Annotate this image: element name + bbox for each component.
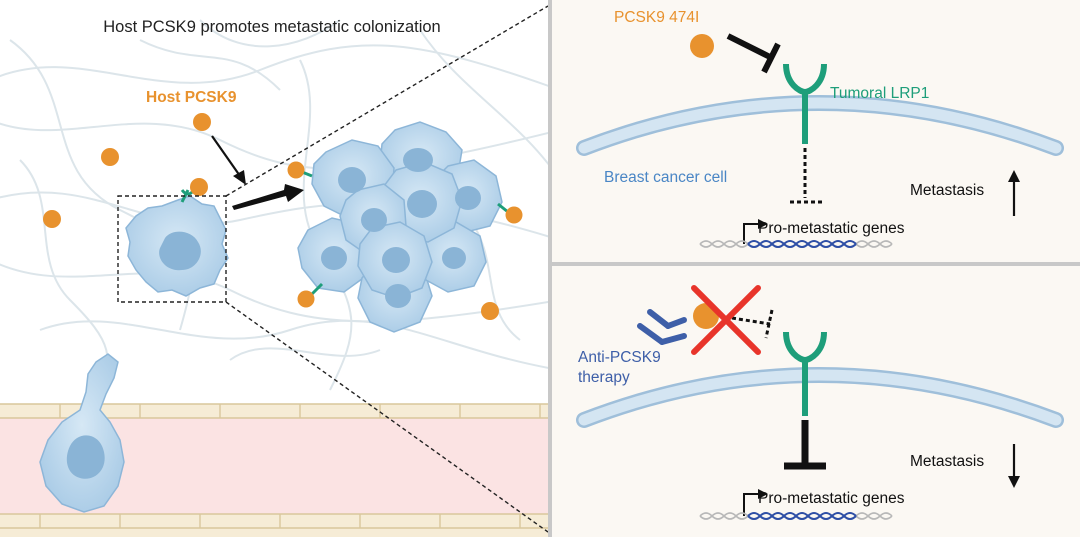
anti-pcsk9-antibody-icon (637, 309, 687, 345)
pcsk9-dot (43, 210, 61, 228)
lrp1-receptor-bottom (783, 331, 827, 416)
metastasis-label-bottom: Metastasis (910, 453, 984, 470)
promoter-arrow-bottom (743, 489, 768, 516)
pcsk9-474i-label: PCSK9 474I (614, 9, 699, 26)
pcsk9-dot (481, 302, 499, 320)
panel-divider-horizontal (552, 262, 1080, 266)
tumoral-lrp1-label: Tumoral LRP1 (830, 85, 929, 102)
pro-metastatic-genes-label-top: Pro-metastatic genes (758, 220, 905, 237)
pcsk9-binding-arrow (211, 135, 246, 185)
pcsk9-dot (193, 113, 211, 131)
colony-receptor-complexes (287, 161, 523, 308)
inhibition-symbol-bottom (784, 420, 826, 470)
extravasating-tumor-cell (39, 353, 125, 513)
metastatic-colony (287, 121, 523, 333)
dna-helix-bottom (699, 512, 893, 520)
metastasis-up-arrow (1008, 170, 1020, 216)
extracellular-matrix-fibers (0, 19, 548, 401)
lrp1-receptor-top (783, 63, 827, 144)
metastasis-label-top: Metastasis (910, 182, 984, 199)
pcsk9-474i-protein (690, 34, 714, 58)
cell-membrane-bottom (576, 367, 1064, 428)
bottom-right-panel: Anti-PCSK9 therapy Metastasis (552, 266, 1080, 537)
pcsk9-dot (101, 148, 119, 166)
top-right-panel: PCSK9 474I Tumoral LRP1 Breast cancer ce… (552, 0, 1080, 262)
host-pcsk9-label: Host PCSK9 (146, 89, 237, 106)
breast-cancer-cell-label: Breast cancer cell (604, 169, 727, 186)
pro-metastatic-genes-label-bottom: Pro-metastatic genes (758, 490, 905, 507)
anti-pcsk9-label-line2: therapy (578, 369, 630, 386)
left-panel: Host PCSK9 promotes metastatic colonizat… (0, 5, 548, 537)
zoom-guide-lines (225, 5, 548, 533)
anti-pcsk9-label-line1: Anti-PCSK9 (578, 349, 661, 366)
inhibition-symbol-top (726, 33, 781, 74)
single-tumor-cell (125, 178, 229, 297)
dna-helix-top (699, 240, 893, 248)
colonization-arrow (232, 184, 304, 210)
signaling-dashed-top (790, 148, 822, 204)
promoter-arrow-top (743, 219, 768, 244)
blocked-inhibition-dashed (731, 309, 774, 339)
blocked-x-icon (691, 285, 761, 355)
cell-membrane-top (576, 95, 1064, 156)
zoom-box (117, 195, 227, 303)
free-pcsk9-proteins (43, 113, 499, 320)
left-panel-title: Host PCSK9 promotes metastatic colonizat… (103, 18, 441, 36)
panel-divider-vertical (548, 0, 552, 537)
metastasis-down-arrow (1008, 444, 1020, 488)
